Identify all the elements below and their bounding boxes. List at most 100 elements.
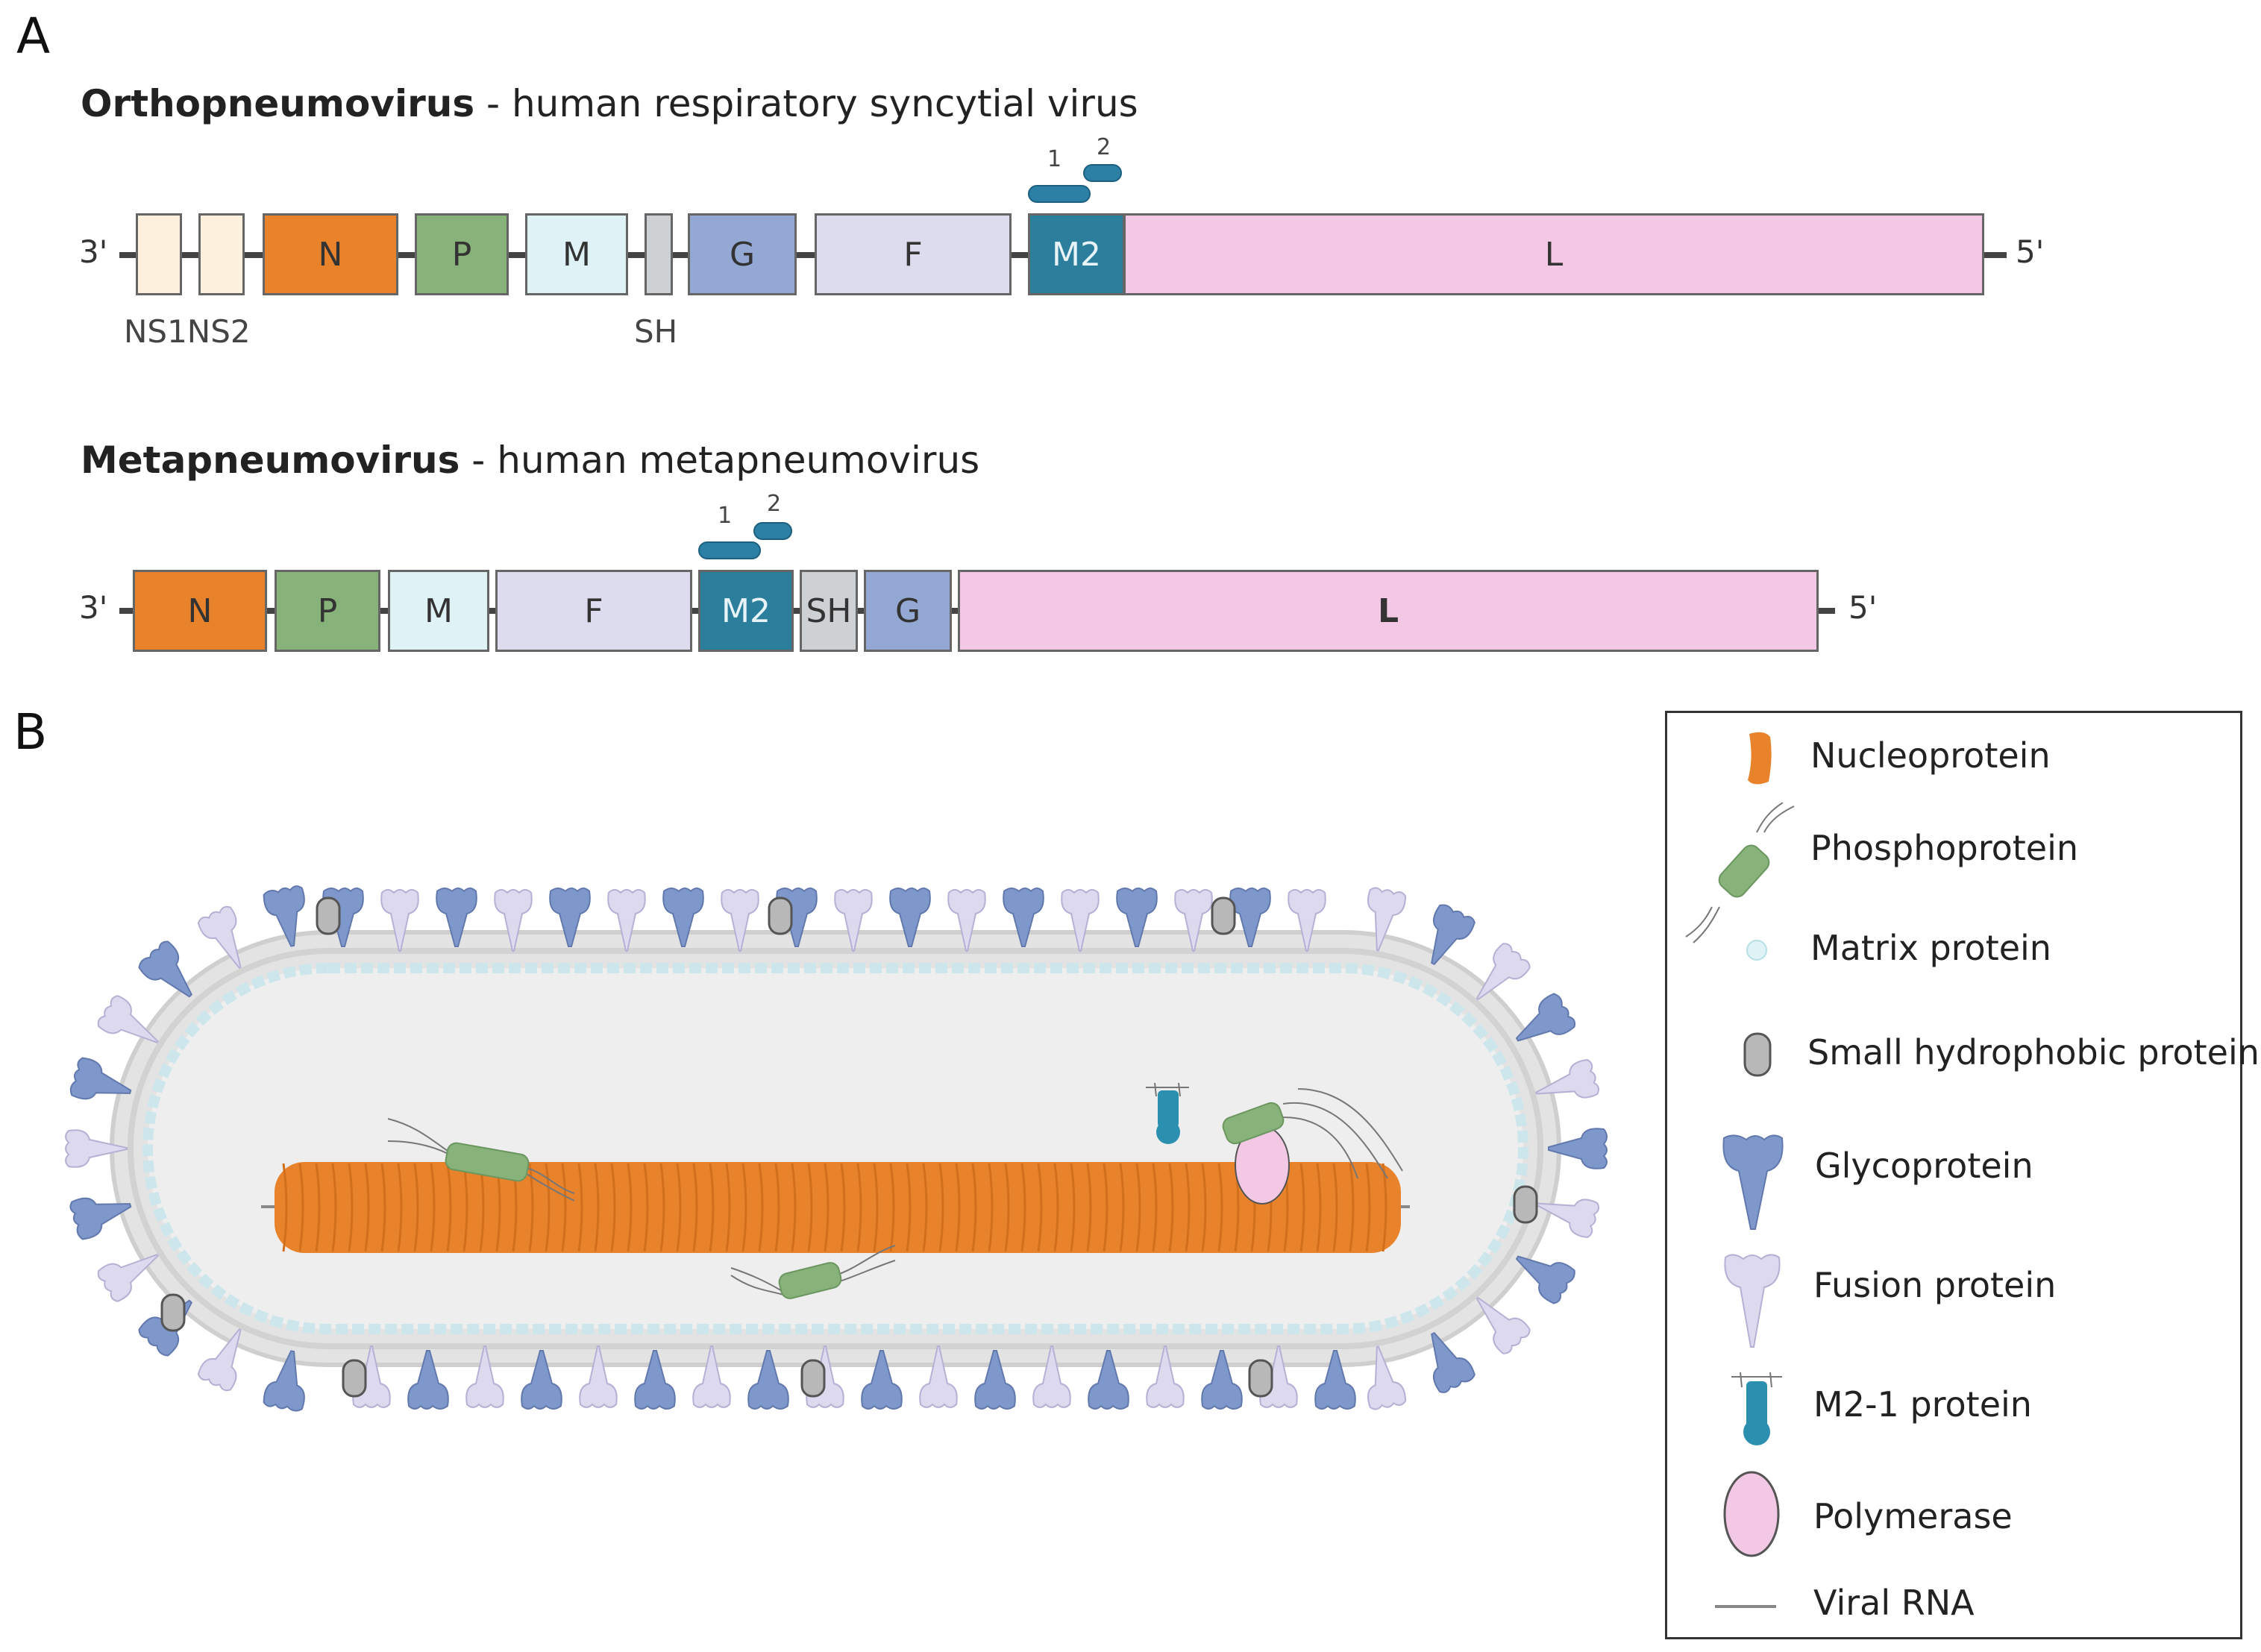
phosphoprotein-1 xyxy=(387,1118,575,1202)
legend-label-m2-1: M2-1 protein xyxy=(1813,1384,2032,1425)
m2-1-protein xyxy=(1146,1082,1189,1144)
ortho-sep: - xyxy=(474,82,512,125)
nucleoprotein-subunit xyxy=(1299,1163,1305,1252)
legend-label-matrix: Matrix protein xyxy=(1810,928,2051,968)
nucleoprotein-subunit xyxy=(1119,1163,1125,1252)
nucleoprotein-subunit xyxy=(856,1163,862,1252)
meta-3prime: 3' xyxy=(79,589,108,626)
meta-5prime: 5' xyxy=(1848,589,1878,626)
sh-protein xyxy=(1248,1359,1273,1398)
phosphoprotein-icon xyxy=(1685,803,1795,943)
meta-gene-sh: SH xyxy=(800,570,858,652)
ortho-gene-m-label: M xyxy=(562,235,591,274)
nucleoprotein-subunit xyxy=(1086,1163,1092,1252)
nucleoprotein-subunit xyxy=(397,1163,403,1252)
sh-protein xyxy=(800,1359,826,1398)
nucleoprotein-subunit xyxy=(873,1163,879,1252)
nucleoprotein-subunit xyxy=(545,1163,551,1252)
ortho-gene-l-label: L xyxy=(1544,235,1564,274)
ortho-gene-p-label: P xyxy=(451,235,472,274)
polymerase-icon xyxy=(1723,1471,1780,1557)
meta-gene-sh-label: SH xyxy=(806,591,852,630)
nucleoprotein-subunit xyxy=(971,1163,977,1252)
nucleoprotein-subunit xyxy=(1135,1163,1141,1252)
nucleoprotein-subunit xyxy=(840,1163,846,1252)
meta-gene-m2-label: M2 xyxy=(721,591,771,630)
glycoprotein-icon xyxy=(1722,1134,1784,1230)
meta-gene-l-label: L xyxy=(1377,591,1399,630)
panel-b-letter: B xyxy=(13,703,48,761)
ortho-gene-g: G xyxy=(688,213,797,295)
nucleoprotein-subunit xyxy=(889,1163,895,1252)
meta-gene-f: F xyxy=(495,570,692,652)
nucleoprotein-subunit xyxy=(988,1163,994,1252)
panel-a-letter: A xyxy=(16,7,51,65)
meta-gene-p: P xyxy=(275,570,380,652)
nucleoprotein-subunit xyxy=(446,1163,452,1252)
ortho-5prime: 5' xyxy=(2016,233,2045,270)
legend-label-viral-rna: Viral RNA xyxy=(1813,1583,1975,1623)
fusion-protein-icon xyxy=(1724,1254,1781,1348)
nucleoprotein-subunit xyxy=(659,1163,665,1252)
ortho-gene-m2: M2 xyxy=(1028,213,1125,295)
legend: Nucleoprotein Phosphoprotein Matrix prot… xyxy=(1665,711,2260,1639)
small-hydrophobic-protein-icon xyxy=(1743,1032,1772,1077)
ortho-m2-1-number: 1 xyxy=(1047,146,1062,172)
nucleoprotein-subunit xyxy=(298,1163,304,1252)
nucleoprotein-subunit xyxy=(922,1163,928,1252)
nucleoprotein-subunit xyxy=(331,1163,337,1252)
glycoprotein-spikes xyxy=(65,884,1608,1413)
nucleoprotein-subunit xyxy=(1349,1163,1355,1252)
sh-protein xyxy=(342,1359,367,1398)
nucleoprotein-subunit xyxy=(1004,1163,1010,1252)
nucleoprotein-subunit xyxy=(938,1163,944,1252)
ortho-gene-n: N xyxy=(263,213,398,295)
legend-label-sh: Small hydrophobic protein xyxy=(1807,1032,2260,1072)
sh-protein xyxy=(768,896,793,935)
meta-title: Metapneumovirus - human metapneumovirus xyxy=(81,439,979,482)
meta-gene-l: L xyxy=(958,570,1819,652)
viral-rna-icon xyxy=(1715,1605,1776,1608)
nucleoprotein-subunit xyxy=(462,1163,468,1252)
legend-label-glycoprotein: Glycoprotein xyxy=(1815,1146,2033,1186)
ortho-gene-sh xyxy=(645,213,673,295)
nucleoprotein-subunit xyxy=(348,1163,354,1252)
nucleoprotein-subunit xyxy=(380,1163,386,1252)
nucleoprotein-subunit xyxy=(430,1163,436,1252)
meta-gene-n: N xyxy=(133,570,267,652)
ortho-title: Orthopneumovirus - human respiratory syn… xyxy=(81,82,1138,125)
virion-envelope xyxy=(110,930,1561,1367)
meta-m2-2-bar xyxy=(753,522,792,540)
meta-m2-1-number: 1 xyxy=(718,503,733,529)
nucleoprotein-subunit xyxy=(1103,1163,1108,1252)
virion-illustration xyxy=(65,884,1608,1413)
ortho-ns-label: NS1NS2 xyxy=(124,313,251,350)
nucleoprotein-subunit xyxy=(561,1163,567,1252)
legend-label-phosphoprotein: Phosphoprotein xyxy=(1810,828,2079,868)
nucleoprotein-subunit xyxy=(643,1163,649,1252)
meta-gene-p-label: P xyxy=(317,591,338,630)
ortho-genus: Orthopneumovirus xyxy=(81,82,475,125)
meta-gene-m2: M2 xyxy=(698,570,794,652)
ortho-gene-m: M xyxy=(525,213,628,295)
nucleoprotein-subunit xyxy=(1316,1163,1322,1252)
nucleoprotein-subunit xyxy=(1020,1163,1026,1252)
nucleoprotein-subunit xyxy=(1201,1163,1207,1252)
meta-m2-1-bar xyxy=(698,541,761,559)
ortho-gene-g-label: G xyxy=(729,235,756,274)
nucleoprotein-subunit xyxy=(1185,1163,1191,1252)
nucleoprotein-subunit xyxy=(577,1163,583,1252)
meta-gene-m: M xyxy=(388,570,489,652)
nucleoprotein-subunit xyxy=(1168,1163,1174,1252)
nucleoprotein-icon xyxy=(1748,732,1772,785)
nucleoprotein-subunit xyxy=(709,1163,715,1252)
legend-label-polymerase: Polymerase xyxy=(1813,1496,2013,1536)
ortho-m2-1-bar xyxy=(1028,185,1091,203)
ortho-virus: human respiratory syncytial virus xyxy=(511,82,1138,125)
meta-gene-g: G xyxy=(864,570,952,652)
ortho-gene-ns2 xyxy=(198,213,245,295)
nucleoprotein-subunit xyxy=(692,1163,698,1252)
nucleoprotein-subunit xyxy=(955,1163,961,1252)
nucleoprotein-subunit xyxy=(741,1163,747,1252)
ortho-gene-f: F xyxy=(815,213,1012,295)
